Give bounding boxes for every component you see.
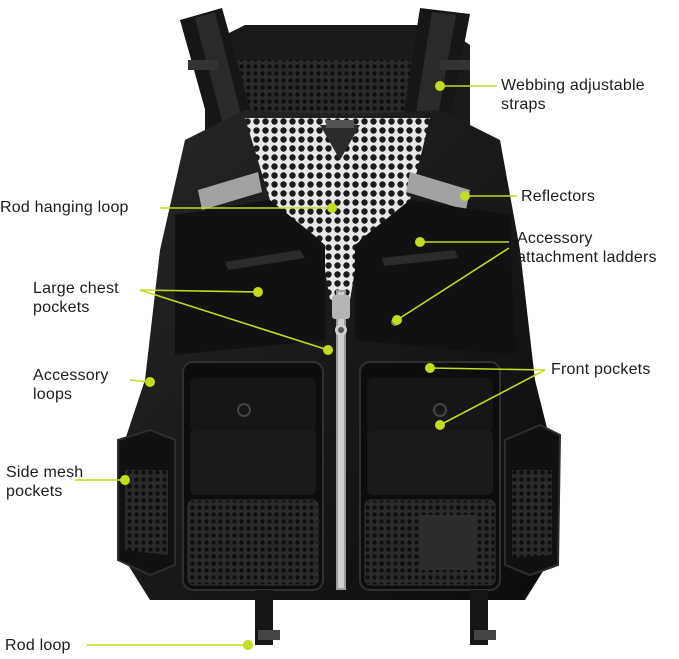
callout-rod-loop: Rod loop [5, 637, 71, 654]
callout-accessory-ladders: Accessory attachment ladders [517, 230, 657, 266]
callout-large-chest-pockets: Large chest pockets [33, 280, 119, 316]
reflector-stripes [198, 172, 470, 210]
rod-loop-straps [255, 590, 496, 645]
callout-accessory-loops: Accessory loops [33, 367, 109, 403]
center-mesh-panel [245, 118, 430, 300]
callout-rod-hanging-loop: Rod hanging loop [0, 199, 129, 216]
vest-back-panel [205, 25, 470, 130]
front-pocket-right [359, 361, 501, 591]
front-pocket-left [182, 361, 324, 591]
callout-side-mesh-pockets: Side mesh pockets [6, 464, 84, 500]
side-mesh-pockets [117, 423, 562, 577]
callout-dots [120, 81, 470, 650]
center-zipper [332, 290, 350, 590]
callout-front-pockets: Front pockets [551, 361, 651, 378]
callout-webbing-straps: Webbing adjustable straps [501, 77, 645, 113]
callout-reflectors: Reflectors [521, 188, 596, 205]
callout-lines [75, 85, 546, 646]
